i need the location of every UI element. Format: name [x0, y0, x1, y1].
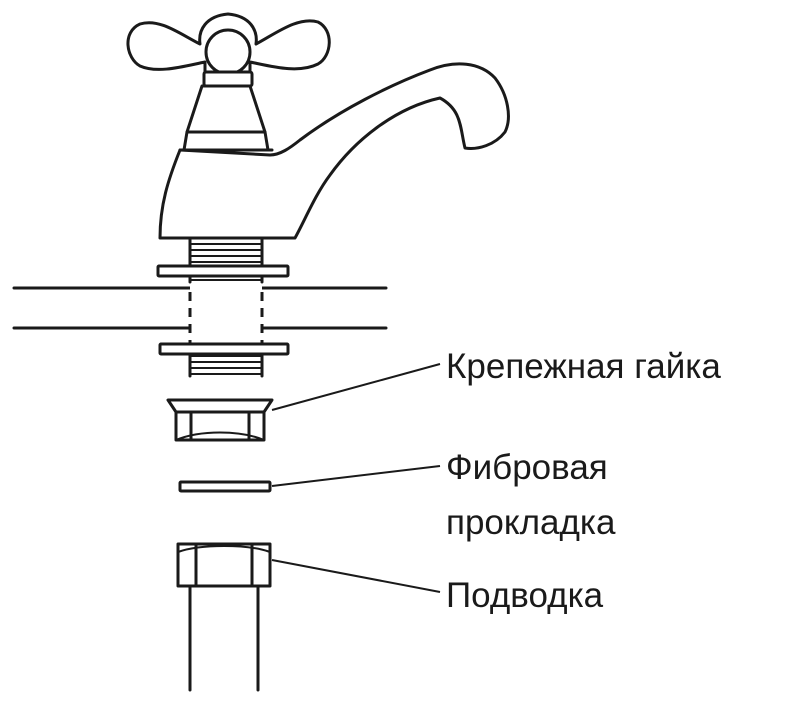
leader-supply-hose: [271, 559, 441, 593]
mounting-nut: [166, 398, 274, 442]
upper-washer: [156, 264, 290, 278]
leader-fiber-gasket: [271, 465, 441, 487]
faucet-body: [158, 62, 510, 240]
label-supply-hose: Подводка: [446, 576, 604, 615]
lower-washer: [158, 342, 290, 356]
label-fiber-gasket-line2: прокладка: [446, 503, 616, 542]
cross-handle: [126, 12, 331, 88]
supply-hose: [176, 542, 272, 692]
leader-mounting-nut: [271, 363, 441, 411]
fiber-gasket: [178, 480, 272, 493]
faucet-neck: [178, 84, 274, 152]
label-mounting-nut: Крепежная гайка: [446, 347, 721, 386]
label-fiber-gasket-line1: Фибровая: [446, 448, 608, 487]
